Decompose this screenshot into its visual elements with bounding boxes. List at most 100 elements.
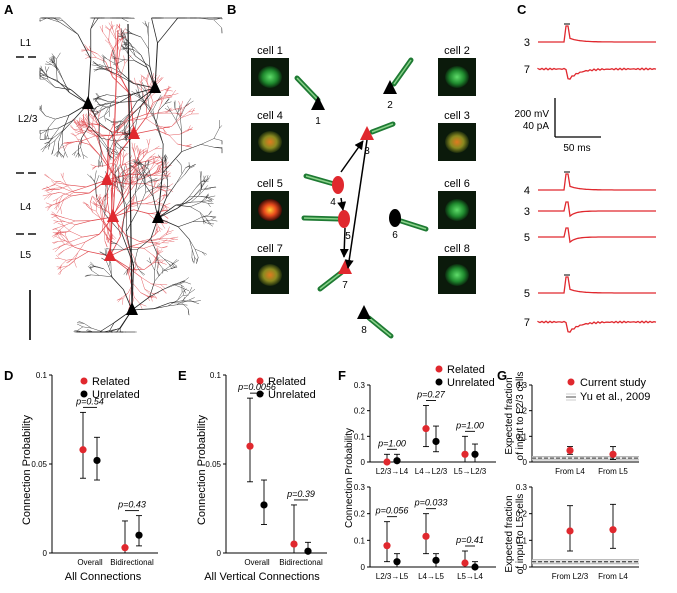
- trace-row-2: 7: [524, 64, 657, 80]
- reference-band: [532, 559, 639, 564]
- data-point: [383, 542, 391, 550]
- y-tick-label: 0.05: [205, 460, 221, 469]
- legend-unrelated-marker: [80, 390, 88, 398]
- trace-label: 7: [524, 64, 530, 76]
- cell-image-4: cell 4: [251, 110, 289, 161]
- x-tick-label: L5→L2/3: [454, 467, 487, 476]
- data-point: [135, 531, 143, 539]
- schematic-cell-number: 6: [392, 230, 398, 241]
- layer-label-l5: L5: [20, 250, 32, 261]
- cell-label: cell 3: [444, 110, 470, 122]
- related-soma: [101, 172, 113, 185]
- legend-related-marker: [256, 377, 264, 385]
- schematic-cell-number: 2: [387, 100, 393, 111]
- data-point: [471, 450, 479, 458]
- data-point: [393, 457, 401, 465]
- cell-image-5: cell 5: [251, 178, 289, 229]
- data-point: [383, 458, 391, 466]
- x-tick-label: Overall: [77, 558, 103, 567]
- legend-e: Related Unrelated: [256, 376, 316, 401]
- schematic-cell-number: 5: [345, 231, 351, 242]
- data-point: [461, 450, 469, 458]
- data-point: [290, 540, 298, 548]
- trace-line: [537, 320, 657, 333]
- panel-letter-e: E: [178, 368, 187, 383]
- x-tick-label: From L2/3: [552, 572, 589, 581]
- trace-line: [538, 227, 656, 244]
- data-point: [471, 563, 479, 571]
- panel-letter-a: A: [4, 2, 14, 17]
- scale-voltage: 200 mV: [515, 109, 550, 120]
- trace-row-4: 3: [524, 201, 656, 218]
- y-tick-label: 0.1: [354, 432, 366, 441]
- y-tick-label: 0.1: [516, 432, 528, 441]
- trace-row-7: 7: [524, 317, 657, 333]
- x-tick-label: Overall: [244, 558, 270, 567]
- trace-label: 3: [524, 206, 530, 218]
- scale-current: 40 pA: [523, 121, 549, 132]
- legend-related: Related: [92, 376, 130, 388]
- y-tick-label: 0: [217, 549, 222, 558]
- data-point: [609, 450, 617, 458]
- data-point: [93, 456, 101, 465]
- panel-letter-c: C: [517, 2, 527, 17]
- y-tick-label: 0: [43, 549, 48, 558]
- data-point: [121, 544, 129, 552]
- y-tick-label: 0.3: [354, 483, 366, 492]
- panel-letter-g: G: [497, 368, 507, 383]
- legend-unrelated: Unrelated: [92, 389, 140, 401]
- data-point: [246, 442, 254, 450]
- p-value-label: p=0.43: [117, 500, 146, 510]
- svg-text:of input to L5 cells: of input to L5 cells: [515, 494, 526, 575]
- p-value-label: p=0.056: [375, 506, 409, 516]
- p-value-label: p=1.00: [377, 438, 406, 448]
- cell-label: cell 7: [257, 243, 283, 255]
- data-point: [79, 446, 87, 454]
- p-value-label: p=0.41: [455, 535, 484, 545]
- trace-row-5: 5: [524, 227, 656, 244]
- neuron-reconstruction: [39, 17, 223, 333]
- legend-f: Related Unrelated: [435, 364, 495, 389]
- y-tick-label: 0: [361, 458, 366, 467]
- unrelated-soma: [82, 96, 94, 109]
- y-tick-label: 0.05: [31, 460, 47, 469]
- schematic-cell-1: 1: [294, 75, 325, 127]
- layer-label-l23: L2/3: [18, 114, 38, 125]
- ylabel-g-bottom: Expected fraction of input to L5 cells: [504, 494, 526, 575]
- legend-related: Related: [447, 364, 485, 376]
- y-tick-label: 0.1: [516, 536, 528, 545]
- data-point: [432, 556, 440, 564]
- x-tick-label: From L4: [598, 572, 628, 581]
- related-soma: [107, 209, 119, 222]
- schematic-cell-number: 8: [361, 325, 367, 336]
- legend-d: Related Unrelated: [80, 376, 140, 401]
- schematic-cell-3: 3: [360, 121, 396, 157]
- cell-label: cell 1: [257, 45, 283, 57]
- y-tick-label: 0.2: [354, 510, 366, 519]
- x-tick-label: From L4: [555, 467, 585, 476]
- x-tick-label: L2/3→L4: [376, 467, 409, 476]
- trace-line: [538, 201, 656, 218]
- x-tick-label: L5→L4: [457, 572, 483, 581]
- y-tick-label: 0.2: [516, 407, 528, 416]
- svg-text:Expected fraction: Expected fraction: [504, 495, 515, 572]
- unrelated-soma: [126, 302, 138, 315]
- legend-current: Current study: [580, 377, 647, 389]
- data-point: [566, 446, 574, 455]
- data-point: [609, 526, 617, 534]
- ylabel-e: Connection Probability: [196, 414, 208, 525]
- reference-band: [532, 456, 639, 460]
- cell-image-6: cell 6: [438, 178, 476, 229]
- y-tick-label: 0.3: [516, 483, 528, 492]
- data-point: [260, 501, 268, 509]
- scale-bar-c: 200 mV 40 pA 50 ms: [515, 98, 601, 154]
- trace-line: [537, 67, 657, 80]
- trace-row-1: 3: [524, 23, 656, 49]
